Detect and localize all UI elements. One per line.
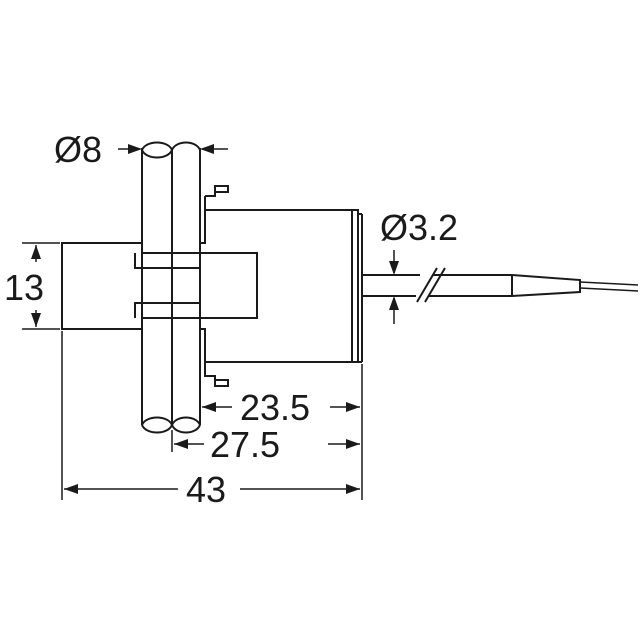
dim-overall-length: 43 — [64, 469, 360, 510]
overall-length-label: 43 — [186, 469, 226, 510]
dim-rod-diameter: Ø8 — [54, 129, 228, 170]
rod — [141, 141, 201, 434]
height-label: 13 — [4, 267, 44, 308]
rod-diameter-label: Ø8 — [54, 129, 102, 170]
sensor-body — [61, 185, 363, 387]
cable — [362, 267, 639, 303]
cable-diameter-label: Ø3.2 — [380, 207, 458, 248]
dim-27-5-label: 27.5 — [210, 424, 280, 465]
dim-23-5: 23.5 — [202, 387, 360, 428]
dim-23-5-label: 23.5 — [240, 387, 310, 428]
dim-cable-diameter: Ø3.2 — [380, 207, 458, 324]
dim-height: 13 — [4, 242, 60, 330]
extension-lines — [61, 331, 363, 500]
dim-27-5: 27.5 — [174, 424, 360, 465]
